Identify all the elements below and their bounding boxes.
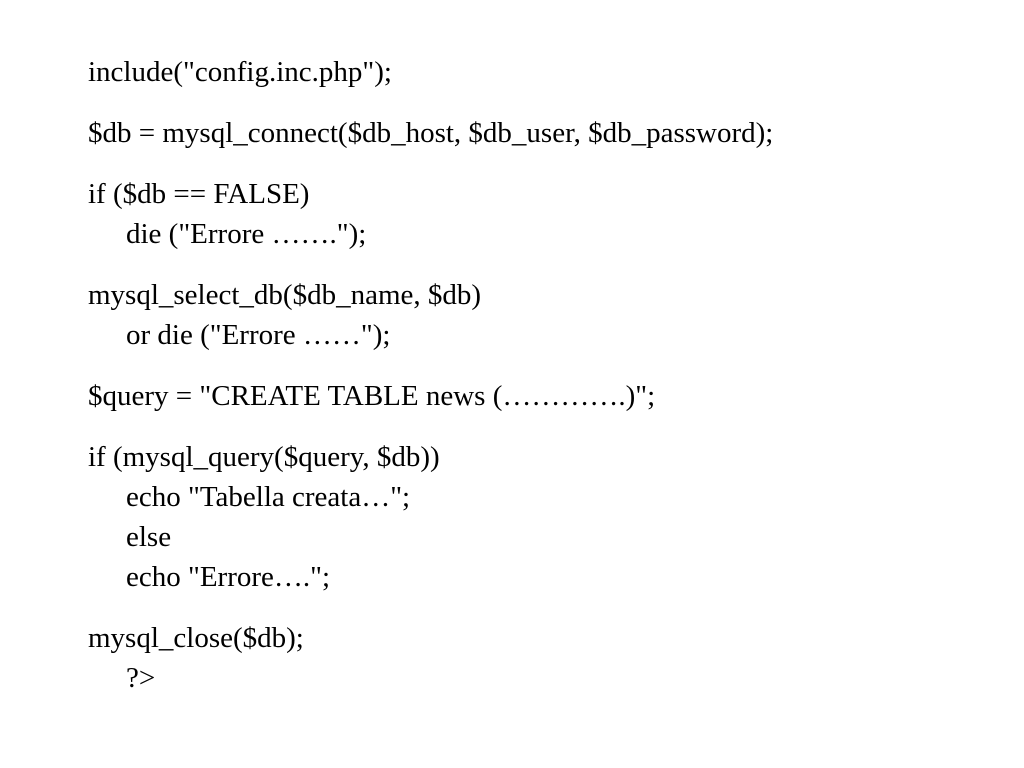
- connection-check-statement: if ($db == FALSE) die ("Errore …….");: [88, 174, 988, 254]
- code-line-if-query: if (mysql_query($query, $db)): [88, 441, 440, 473]
- close-statement: mysql_close($db); ?>: [88, 618, 988, 698]
- code-line-if-db-false: if ($db == FALSE): [88, 178, 310, 210]
- query-execution-statement: if (mysql_query($query, $db)) echo "Tabe…: [88, 437, 988, 597]
- code-line-php-close-tag: ?>: [126, 662, 156, 694]
- select-db-statement: mysql_select_db($db_name, $db) or die ("…: [88, 275, 988, 355]
- code-line-close: mysql_close($db);: [88, 622, 304, 654]
- connect-statement: $db = mysql_connect($db_host, $db_user, …: [88, 113, 988, 153]
- code-line-connect: $db = mysql_connect($db_host, $db_user, …: [88, 117, 774, 149]
- code-line-select-db: mysql_select_db($db_name, $db): [88, 279, 482, 311]
- code-line-include: include("config.inc.php");: [88, 56, 392, 88]
- code-line-query: $query = "CREATE TABLE news (………….)";: [88, 380, 656, 412]
- php-code-listing: include("config.inc.php"); $db = mysql_c…: [88, 52, 988, 698]
- query-statement: $query = "CREATE TABLE news (………….)";: [88, 376, 988, 416]
- code-line-die: die ("Errore …….");: [126, 218, 367, 250]
- include-statement: include("config.inc.php");: [88, 52, 988, 92]
- code-line-else: else: [126, 521, 172, 553]
- code-line-echo-created: echo "Tabella creata…";: [126, 481, 411, 513]
- code-line-echo-error: echo "Errore….";: [126, 561, 331, 593]
- code-line-or-die: or die ("Errore ……");: [126, 319, 391, 351]
